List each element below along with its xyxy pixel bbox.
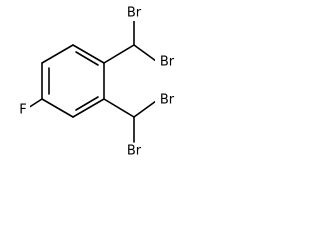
ring-bond-c6-c1 bbox=[41, 44, 74, 64]
benzene-ring bbox=[41, 44, 105, 118]
fluorine-label: F bbox=[19, 103, 26, 118]
ring-double-bond-inner-1 bbox=[75, 51, 99, 66]
br-top-label-1: Br bbox=[127, 6, 142, 21]
bond-ch-bottom-br1 bbox=[133, 100, 157, 118]
atom-labels: Br Br Br Br F bbox=[16, 5, 179, 159]
br-bottom-label-1: Br bbox=[160, 93, 175, 108]
bond-c2-ch-top bbox=[103, 44, 135, 64]
ring-bond-c4-c5 bbox=[41, 98, 74, 118]
bond-ch-top-br2 bbox=[133, 44, 157, 62]
ring-bond-c1-c2 bbox=[72, 44, 105, 64]
chemical-structure: Br Br Br Br F bbox=[16, 5, 179, 159]
ring-double-bond-inner-2 bbox=[75, 96, 99, 111]
bond-c5-f bbox=[27, 98, 43, 109]
substituent-bonds bbox=[27, 19, 157, 143]
bond-c3-ch-bottom bbox=[103, 98, 135, 118]
ring-bond-c3-c4 bbox=[72, 98, 105, 118]
br-top-label-2: Br bbox=[160, 55, 175, 70]
br-bottom-label-2: Br bbox=[127, 144, 142, 159]
